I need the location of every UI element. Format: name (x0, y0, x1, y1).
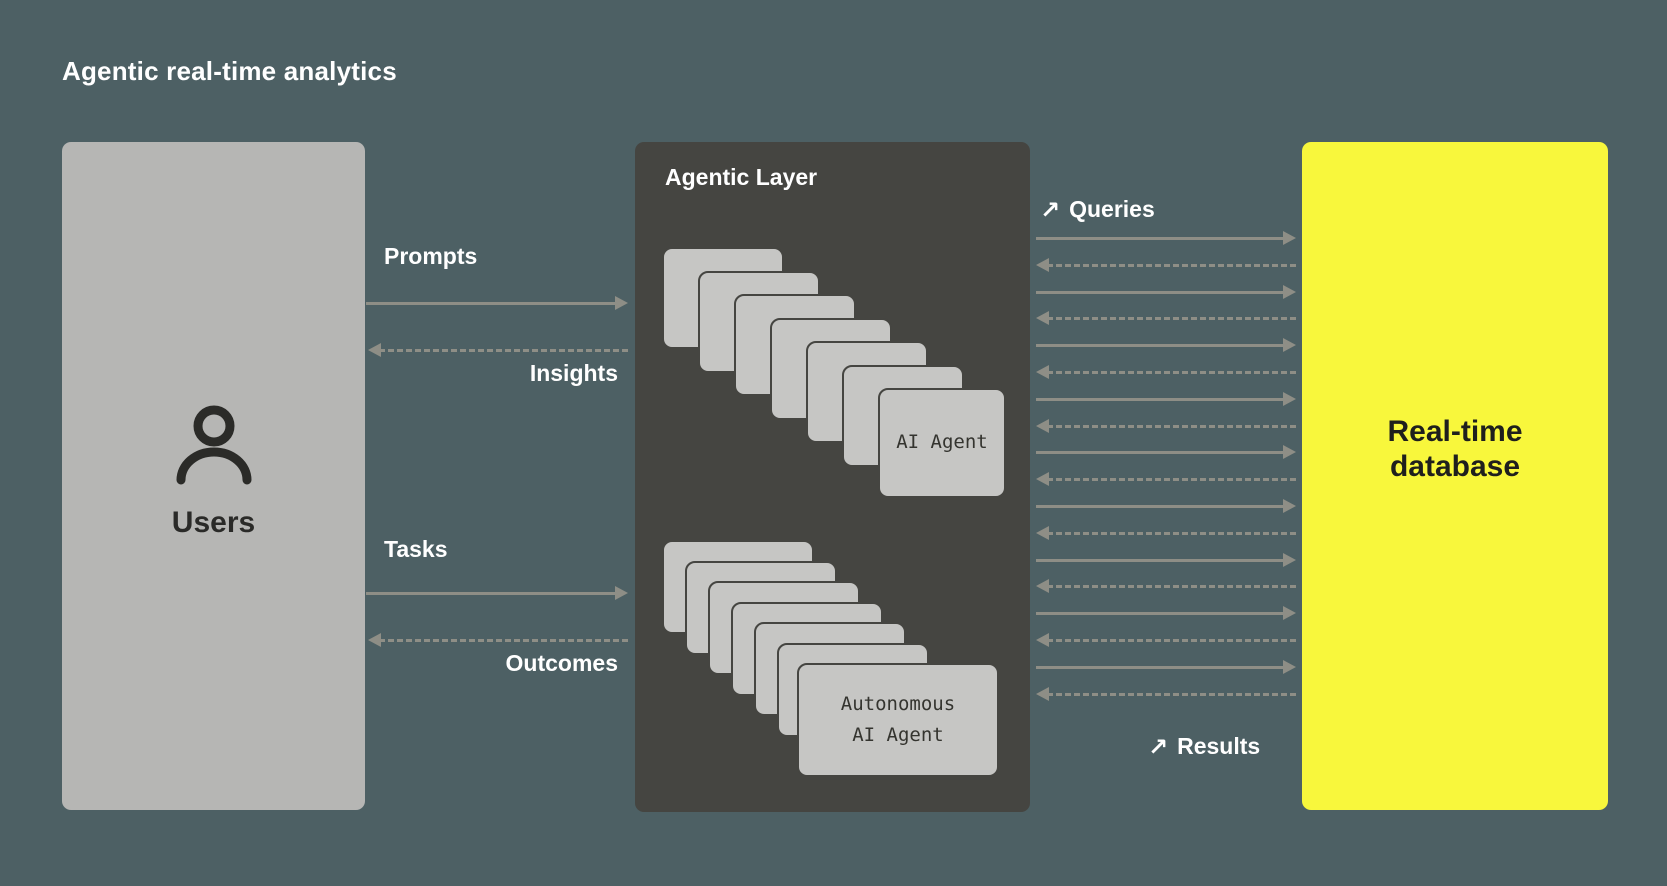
result-arrow (1036, 472, 1296, 487)
queries-northeast-icon: ↗ (1040, 195, 1061, 224)
result-arrow (1036, 311, 1296, 326)
insights-arrow (368, 343, 628, 357)
queries-label: ↗ Queries (1040, 196, 1155, 223)
query-arrow (1036, 284, 1296, 299)
query-arrow (1036, 445, 1296, 460)
result-arrow (1036, 579, 1296, 594)
users-label: Users (171, 506, 256, 539)
results-label-text: Results (1177, 733, 1261, 759)
results-northeast-icon: ↗ (1148, 732, 1169, 761)
outcomes-arrow (368, 633, 628, 647)
insights-label: Insights (529, 360, 618, 386)
result-arrow (1036, 686, 1296, 701)
agentic-layer-title: Agentic Layer (665, 164, 818, 190)
results-label: ↗ Results (1148, 733, 1260, 760)
users-box: Users (62, 142, 365, 810)
query-arrow (1036, 499, 1296, 513)
result-arrow (1036, 257, 1296, 272)
query-arrow (1036, 338, 1296, 353)
autonomous-ai-agent-card: Autonomous AI Agent (797, 663, 999, 777)
agentic-layer-box: Agentic Layer AI Agent Autonomous AI Age… (635, 142, 1030, 812)
realtime-database-label: Real-time database (1387, 415, 1523, 483)
diagram-title: Agentic real-time analytics (62, 56, 397, 86)
query-arrow (1036, 659, 1296, 674)
query-result-arrows (1036, 231, 1296, 711)
ai-agent-card-stack: AI Agent (662, 247, 1012, 507)
outcomes-label: Outcomes (505, 650, 618, 676)
autonomous-agent-card-stack: Autonomous AI Agent (662, 540, 1012, 785)
tasks-label: Tasks (384, 536, 448, 562)
result-arrow (1036, 525, 1296, 540)
realtime-database-box: Real-time database (1302, 142, 1608, 810)
user-icon (176, 405, 251, 485)
result-arrow (1036, 365, 1296, 379)
query-arrow (1036, 606, 1296, 621)
query-arrow (1036, 391, 1296, 406)
prompts-label: Prompts (384, 243, 478, 269)
ai-agent-card: AI Agent (878, 388, 1006, 498)
ai-agent-card-label: AI Agent (896, 431, 988, 454)
query-arrow (1036, 552, 1296, 567)
result-arrow (1036, 418, 1296, 433)
prompts-arrow (366, 296, 628, 310)
autonomous-ai-agent-card-label: Autonomous AI Agent (840, 692, 956, 746)
result-arrow (1036, 633, 1296, 647)
queries-label-text: Queries (1069, 196, 1155, 222)
tasks-arrow (366, 586, 628, 600)
query-arrow (1036, 231, 1296, 245)
